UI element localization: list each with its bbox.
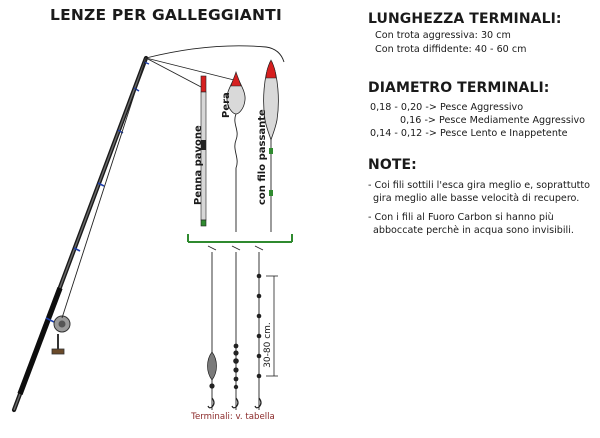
float-labels: Penna pavone Pera con filo passante [193,92,268,205]
note-line: gira meglio alle basse velocità di recup… [373,192,580,204]
lunghezza-line: Con trota diffidente: 40 - 60 cm [375,44,527,55]
through-line-float [263,59,279,232]
terminali-label: Terminali: v. tabella [190,412,275,422]
spaced-shot-icon [254,273,262,409]
split-shot-icon [231,343,239,409]
note-line: - Coi fili sottili l'esca gira meglio e,… [368,180,591,191]
note-title: NOTE: [368,157,417,173]
arrow-icon: -> [424,115,436,126]
diametro-value: 0,16 [400,115,422,126]
note-item: - Coi fili sottili l'esca gira meglio e,… [368,180,590,205]
measure-bracket [266,275,278,377]
diametro-row: 0,18 - 0,20 -> Pesce Aggressivo [370,101,523,114]
diametro-desc: Pesce Aggressivo [439,102,524,113]
arrow-icon: -> [425,102,437,113]
peacock-quill-float [200,75,207,227]
note-item: - Con i fili al Fuoro Carbon si hanno pi… [368,212,574,237]
water-surface [187,234,293,243]
float-label: Penna pavone [193,125,204,205]
diametro-desc: Pesce Mediamente Aggressivo [439,115,586,126]
diametro-value: 0,18 - 0,20 [370,102,423,113]
lunghezza-line: Con trota aggressiva: 30 cm [375,30,511,41]
pear-float [226,71,246,232]
diametro-row: 0,14 - 0,12 -> Pesce Lento e Inappetente [370,127,568,140]
measure-label: 30-80 cm. [263,322,273,368]
float-label: Pera [221,92,232,118]
diametro-row: 0,16 -> Pesce Mediamente Aggressivo [400,114,585,127]
note-line: abboccate perchè in acqua sono invisibil… [373,224,574,236]
page-title: LENZE PER GALLEGGIANTI [50,6,282,24]
reel-icon [51,315,71,355]
olive-weight-icon [207,351,217,409]
float-label: con filo passante [257,109,268,205]
diametro-desc: Pesce Lento e Inappetente [439,128,568,139]
diametro-title: DIAMETRO TERMINALI: [368,80,550,96]
fishing-rod [11,55,150,413]
main-lines [61,45,285,319]
note-line: - Con i fili al Fuoro Carbon si hanno pi… [368,212,554,223]
diametro-value: 0,14 - 0,12 [370,128,423,139]
lunghezza-title: LUNGHEZZA TERMINALI: [368,11,562,27]
arrow-icon: -> [425,128,437,139]
